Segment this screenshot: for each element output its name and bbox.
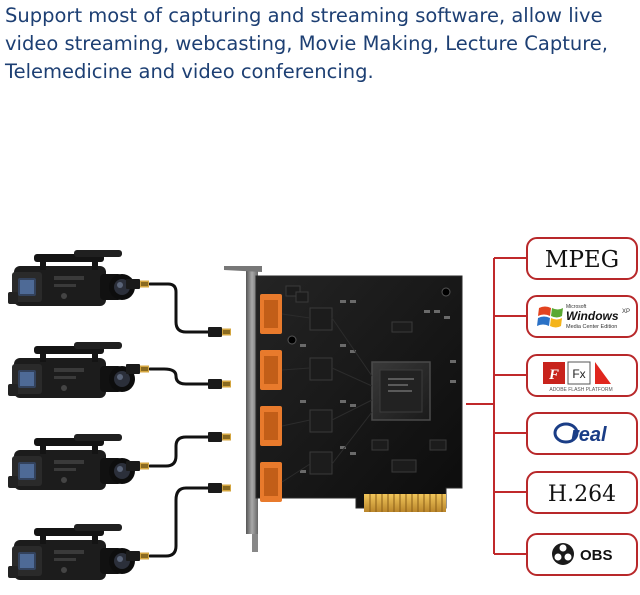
camera-icon-3 bbox=[8, 434, 135, 490]
windows-edition-label: Media Center Edition bbox=[566, 324, 617, 330]
windows-xp-label: XP bbox=[622, 309, 630, 315]
flash-platform-label: ADOBE FLASH PLATFORM bbox=[549, 387, 612, 393]
real-logo-icon bbox=[553, 422, 579, 444]
windows-badge: Microsoft Windows XP Media Center Editio… bbox=[526, 295, 638, 338]
real-badge: real bbox=[526, 412, 638, 455]
adobe-logo-icon bbox=[595, 362, 611, 384]
headline-text: Support most of capturing and streaming … bbox=[5, 4, 608, 83]
real-label: real bbox=[571, 424, 607, 446]
camera-icon-2 bbox=[8, 342, 135, 398]
h264-label: H.264 bbox=[548, 482, 616, 507]
camera-icon-1 bbox=[8, 250, 135, 306]
obs-badge: OBS bbox=[526, 533, 638, 576]
hdmi-plug-icons bbox=[126, 279, 231, 561]
obs-logo-icon bbox=[552, 543, 574, 565]
windows-microsoft-label: Microsoft bbox=[566, 304, 587, 310]
windows-logo-icon bbox=[537, 306, 563, 328]
hdmi-port-icons bbox=[260, 294, 282, 502]
obs-label: OBS bbox=[580, 547, 613, 564]
flash-player-icon bbox=[543, 362, 565, 384]
capture-card bbox=[224, 266, 463, 552]
windows-name-label: Windows bbox=[566, 309, 619, 323]
connector-lines bbox=[466, 257, 526, 555]
mpeg-label: MPEG bbox=[545, 247, 619, 273]
flash-f-label: F bbox=[548, 367, 559, 383]
hdmi-cables bbox=[148, 282, 212, 558]
camera-icon-4 bbox=[8, 524, 135, 580]
flash-badge: F Fx ADOBE FLASH PLATFORM bbox=[526, 354, 638, 397]
flex-icon bbox=[567, 361, 591, 385]
flash-fx-label: Fx bbox=[572, 367, 585, 381]
mpeg-badge: MPEG bbox=[526, 237, 638, 280]
h264-badge: H.264 bbox=[526, 471, 638, 514]
